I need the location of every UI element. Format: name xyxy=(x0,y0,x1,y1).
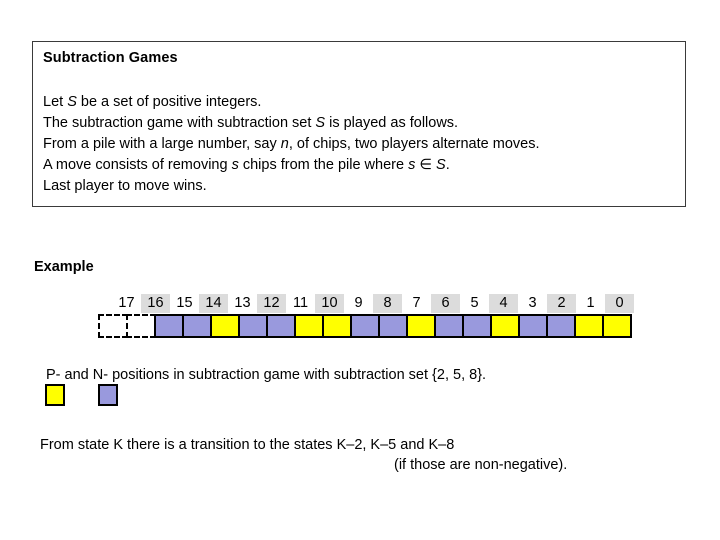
chip-state-8 xyxy=(378,314,408,338)
legend-swatch-p-position xyxy=(45,384,65,406)
transition-note-line-1: From state K there is a transition to th… xyxy=(40,437,455,453)
definition-line-2: The subtraction game with subtraction se… xyxy=(43,115,459,131)
state-label-3: 3 xyxy=(528,295,537,311)
state-label-14: 14 xyxy=(199,294,228,313)
chip-state-10 xyxy=(322,314,352,338)
chip-placeholder xyxy=(126,314,156,338)
state-label-16: 16 xyxy=(141,294,170,313)
chip-state-2 xyxy=(546,314,576,338)
definition-line-4: A move consists of removing s chips from… xyxy=(43,157,450,173)
chip-state-11 xyxy=(294,314,324,338)
state-label-10: 10 xyxy=(315,294,344,313)
chip-state-3 xyxy=(518,314,548,338)
definition-line-1: Let S be a set of positive integers. xyxy=(43,94,262,110)
state-label-9: 9 xyxy=(354,295,363,311)
legend-caption: P- and N- positions in subtraction game … xyxy=(46,367,487,383)
state-label-6: 6 xyxy=(431,294,460,313)
definition-box: Subtraction Games Let S be a set of posi… xyxy=(32,41,686,207)
chip-state-1 xyxy=(574,314,604,338)
legend-swatch-n-position xyxy=(98,384,118,406)
chip-state-6 xyxy=(434,314,464,338)
definition-title: Subtraction Games xyxy=(43,50,178,66)
state-label-0: 0 xyxy=(605,294,634,313)
chip-state-4 xyxy=(490,314,520,338)
definition-body: Let S be a set of positive integers. The… xyxy=(43,92,539,197)
state-label-15: 15 xyxy=(176,295,193,311)
chip-state-5 xyxy=(462,314,492,338)
state-label-5: 5 xyxy=(470,295,479,311)
chip-state-0 xyxy=(602,314,632,338)
chip-state-12 xyxy=(266,314,296,338)
chip-strip xyxy=(98,314,632,338)
chip-state-15 xyxy=(182,314,212,338)
state-label-4: 4 xyxy=(489,294,518,313)
chip-state-7 xyxy=(406,314,436,338)
chip-placeholder xyxy=(98,314,128,338)
chip-state-13 xyxy=(238,314,268,338)
state-label-7: 7 xyxy=(412,295,421,311)
state-label-13: 13 xyxy=(234,295,251,311)
state-label-12: 12 xyxy=(257,294,286,313)
state-label-11: 11 xyxy=(292,295,309,311)
definition-line-5: Last player to move wins. xyxy=(43,178,207,194)
chip-state-16 xyxy=(154,314,184,338)
chip-state-14 xyxy=(210,314,240,338)
transition-note-line-2: (if those are non-negative). xyxy=(394,457,568,473)
state-label-1: 1 xyxy=(586,295,595,311)
example-heading: Example xyxy=(34,259,94,275)
chip-state-9 xyxy=(350,314,380,338)
state-label-2: 2 xyxy=(547,294,576,313)
state-label-17: 17 xyxy=(118,295,135,311)
state-label-8: 8 xyxy=(373,294,402,313)
definition-line-3: From a pile with a large number, say n, … xyxy=(43,136,540,152)
